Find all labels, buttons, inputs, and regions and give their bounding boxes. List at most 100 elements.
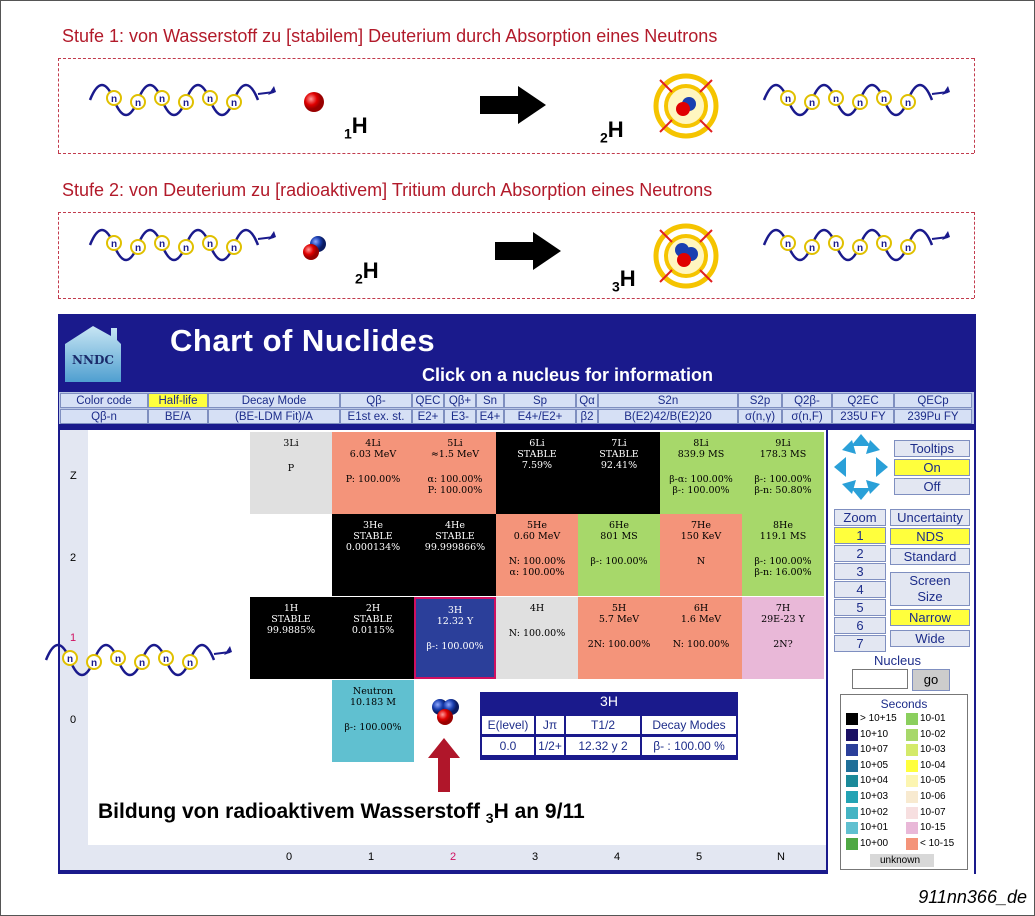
hdr-s2p[interactable]: S2p [738, 393, 782, 408]
hdr-qecp[interactable]: QECp [894, 393, 972, 408]
legend-swatch [846, 759, 858, 772]
svg-text:n: n [115, 654, 121, 665]
svg-text:n: n [163, 654, 169, 665]
hdr-qec[interactable]: QEC [412, 393, 444, 408]
svg-text:n: n [139, 658, 145, 669]
screen-wide-button[interactable]: Wide [890, 630, 970, 647]
hdr-e4e2[interactable]: E4+/E2+ [504, 409, 576, 424]
legend-swatch [906, 775, 918, 788]
screen-narrow-button[interactable]: Narrow [890, 609, 970, 626]
go-button[interactable]: go [912, 669, 950, 691]
hdr-qbminus[interactable]: Qβ- [340, 393, 412, 408]
hdr-q2bminus[interactable]: Q2β- [782, 393, 832, 408]
tooltips-off-button[interactable]: Off [894, 478, 970, 495]
popup-jpi: 1/2+ [536, 737, 564, 755]
hdr-sp[interactable]: Sp [504, 393, 576, 408]
zoom-2-button[interactable]: 2 [834, 545, 886, 562]
zoom-6-button[interactable]: 6 [834, 617, 886, 634]
stage2-left-border [58, 212, 59, 298]
nndc-logo: NNDC [63, 322, 123, 384]
n-4-label: 4 [614, 851, 621, 863]
z-2-label: 2 [70, 552, 77, 564]
pan-arrows-icon[interactable] [834, 434, 888, 500]
svg-text:n: n [905, 243, 911, 254]
hdr-e2plus[interactable]: E2+ [412, 409, 444, 424]
hydrogen-2-symbol: 2H [355, 258, 379, 287]
svg-text:n: n [183, 243, 189, 254]
svg-text:n: n [187, 658, 193, 669]
hdr-qbplus[interactable]: Qβ+ [444, 393, 476, 408]
hdr-u235[interactable]: 235U FY [832, 409, 894, 424]
zoom-7-button[interactable]: 7 [834, 635, 886, 652]
uncertainty-standard-button[interactable]: Standard [890, 548, 970, 565]
legend-label: 10+07 [860, 744, 889, 756]
popup-elevel: 0.0 [482, 737, 534, 755]
deuteron-icon [303, 236, 326, 260]
legend-label: 10-05 [920, 775, 946, 787]
legend-swatch [846, 822, 858, 835]
hdr-s2n[interactable]: S2n [598, 393, 738, 408]
tritium-excited-icon [653, 223, 719, 289]
hdr-bea[interactable]: BE/A [148, 409, 208, 424]
hdr-sigma-nf[interactable]: σ(n,F) [782, 409, 832, 424]
hdr-e3minus[interactable]: E3- [444, 409, 476, 424]
svg-text:n: n [183, 98, 189, 109]
hdr-qbn[interactable]: Qβ-n [60, 409, 148, 424]
hdr-e1st[interactable]: E1st ex. st. [340, 409, 412, 424]
zoom-4-button[interactable]: 4 [834, 581, 886, 598]
legend-label: 10-15 [920, 822, 946, 834]
z-label: Z [70, 470, 77, 482]
stage1-top-border [58, 58, 974, 59]
uncertainty-nds-button[interactable]: NDS [890, 528, 970, 545]
hdr-e4plus[interactable]: E4+ [476, 409, 504, 424]
svg-text:NNDC: NNDC [72, 353, 114, 367]
legend-swatch [906, 806, 918, 819]
hdr-be2[interactable]: B(E2)42/B(E2)20 [598, 409, 738, 424]
hdr-sigma-ng[interactable]: σ(n,γ) [738, 409, 782, 424]
popup-hdr-jpi: Jπ [536, 716, 564, 734]
zoom-5-button[interactable]: 5 [834, 599, 886, 616]
hdr-pu239[interactable]: 239Pu FY [894, 409, 972, 424]
hdr-qalpha[interactable]: Qα [576, 393, 598, 408]
hdr-half-life[interactable]: Half-life [148, 393, 208, 408]
hdr-beldm[interactable]: (BE-LDM Fit)/A [208, 409, 340, 424]
svg-text:n: n [857, 98, 863, 109]
legend-box [840, 694, 968, 870]
svg-text:n: n [809, 98, 815, 109]
zoom-1-button[interactable]: 1 [834, 527, 886, 544]
hdr-beta2[interactable]: β2 [576, 409, 598, 424]
tooltips-on-button[interactable]: On [894, 459, 970, 476]
hdr-q2ec[interactable]: Q2EC [832, 393, 894, 408]
proton-icon [304, 92, 324, 112]
hdr-color-code[interactable]: Color code [60, 393, 148, 408]
hdr-sn[interactable]: Sn [476, 393, 504, 408]
nucleus-input[interactable] [852, 669, 908, 689]
zoom-3-button[interactable]: 3 [834, 563, 886, 580]
svg-text:n: n [111, 94, 117, 105]
svg-text:n: n [905, 98, 911, 109]
hydrogen-2-symbol: 2H [600, 117, 624, 146]
hdr-decay-mode[interactable]: Decay Mode [208, 393, 340, 408]
